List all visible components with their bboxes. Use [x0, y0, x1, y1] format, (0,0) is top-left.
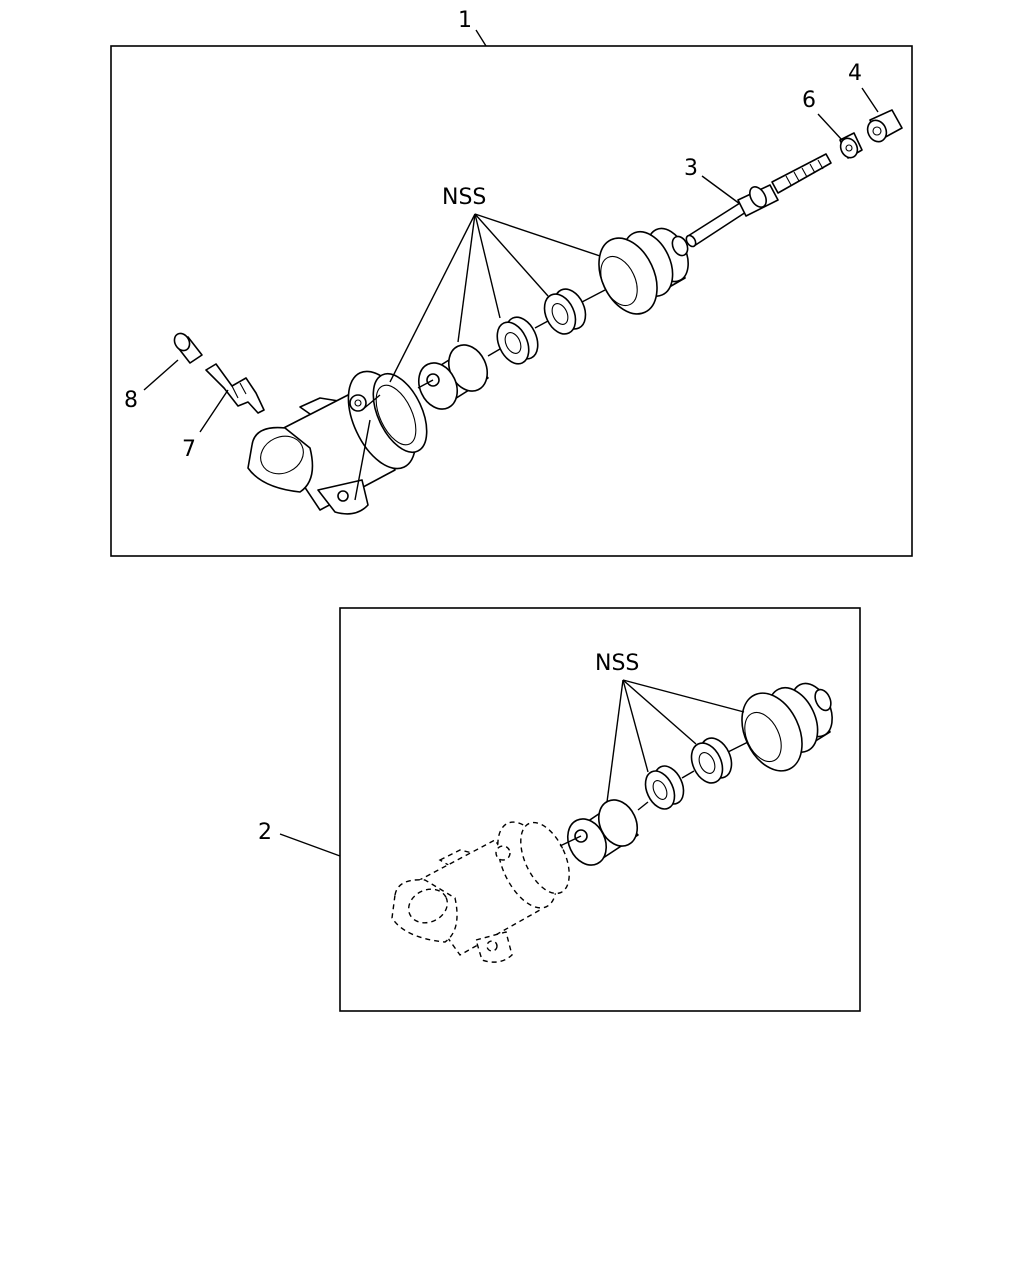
nss-leaders-lower	[606, 679, 745, 803]
cup-seal	[543, 288, 587, 335]
push-rod	[685, 153, 832, 248]
dust-boot	[741, 682, 833, 772]
piston	[559, 799, 639, 866]
callout-3-leader	[701, 175, 741, 205]
bleeder-screw	[205, 363, 265, 414]
nss-label-lower: NSS	[595, 651, 639, 676]
callout-1-leader	[475, 29, 487, 47]
callout-6-leader	[817, 113, 843, 141]
callout-1: 1	[458, 8, 472, 33]
nss-leaders-upper	[389, 213, 601, 383]
callout-2: 2	[258, 820, 272, 845]
callout-3: 3	[684, 156, 698, 181]
callout-7: 7	[182, 437, 196, 462]
assembly-frame	[110, 45, 913, 557]
callout-7-leader	[199, 389, 229, 433]
piston	[417, 344, 489, 410]
lock-nut	[839, 132, 863, 159]
bleeder-cap	[173, 332, 203, 364]
callout-4-leader	[861, 87, 879, 113]
slave-cylinder-body-ghost	[391, 821, 570, 963]
callout-8: 8	[124, 388, 138, 413]
cup-seal	[644, 765, 685, 810]
cup-seal	[496, 316, 539, 365]
slave-cylinder-body	[247, 370, 428, 515]
callout-6: 6	[802, 88, 816, 113]
callout-8-leader	[143, 359, 179, 391]
repair-kit-frame	[339, 607, 861, 1012]
nut	[866, 109, 903, 143]
callout-2-leader	[279, 833, 341, 857]
nss-label-upper: NSS	[442, 185, 486, 210]
cup-seal	[690, 737, 733, 784]
callout-4: 4	[848, 61, 862, 86]
dust-boot	[598, 227, 689, 315]
